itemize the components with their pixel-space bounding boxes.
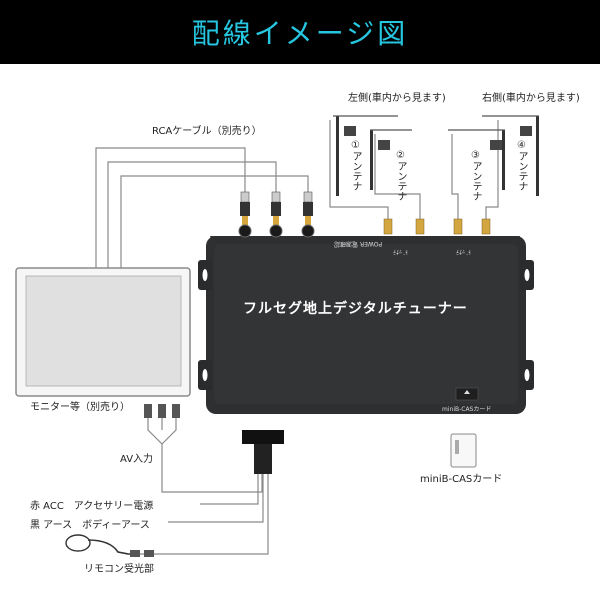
power-wires — [140, 474, 269, 555]
minib-cas-card — [450, 433, 477, 468]
rca-cable — [95, 147, 309, 270]
av-input-cable — [147, 416, 263, 493]
acc-wire-label: 赤 ACC アクセサリー電源 — [30, 501, 154, 512]
rca-plugs — [240, 191, 313, 226]
right-side-label: 右側(車内から見ます) — [482, 93, 580, 104]
rca-cable-label: RCAケーブル（別売り） — [152, 126, 262, 137]
ant34-port-label: ﾄﾞｯﾅﾃ — [456, 248, 472, 255]
antenna-1-label: ①アンテナ — [350, 140, 361, 191]
monitor — [15, 267, 191, 397]
wiring-svg — [15, 115, 539, 557]
av-input-plugs — [144, 404, 180, 418]
tuner-title: フルセグ地上デジタルチューナー — [243, 301, 468, 317]
antenna-wires — [329, 120, 499, 219]
remote-receiver-label: リモコン受光部 — [84, 564, 154, 575]
tuner-device — [198, 224, 534, 414]
antenna-elements — [333, 115, 539, 196]
wiring-diagram: RCAケーブル（別売り） 左側(車内から見ます) 右側(車内から見ます) ①アン… — [0, 64, 600, 600]
left-side-label: 左側(車内から見ます) — [348, 93, 446, 104]
minib-cas-label: miniB-CASカード — [420, 474, 503, 485]
av-input-label: AV入力 — [120, 454, 154, 465]
power-led-label: POWER 電源確認 — [334, 240, 383, 247]
antenna-4-label: ④アンテナ — [516, 140, 527, 191]
card-slot-label: miniB-CASカード — [442, 406, 492, 413]
power-connector — [242, 430, 284, 474]
header-bar: 配線イメージ図 — [0, 0, 600, 64]
remote-receiver — [65, 534, 154, 557]
antenna-2-label: ②アンテナ — [395, 150, 406, 201]
antenna-3-label: ③アンテナ — [470, 150, 481, 201]
page-title: 配線イメージ図 — [191, 17, 409, 50]
ground-wire-label: 黒 アース ボディーアース — [30, 520, 150, 531]
monitor-label: モニター等（別売り） — [30, 402, 130, 413]
antenna-connectors — [383, 218, 491, 235]
ant12-port-label: ﾄﾞｯﾅﾃ — [393, 248, 409, 255]
